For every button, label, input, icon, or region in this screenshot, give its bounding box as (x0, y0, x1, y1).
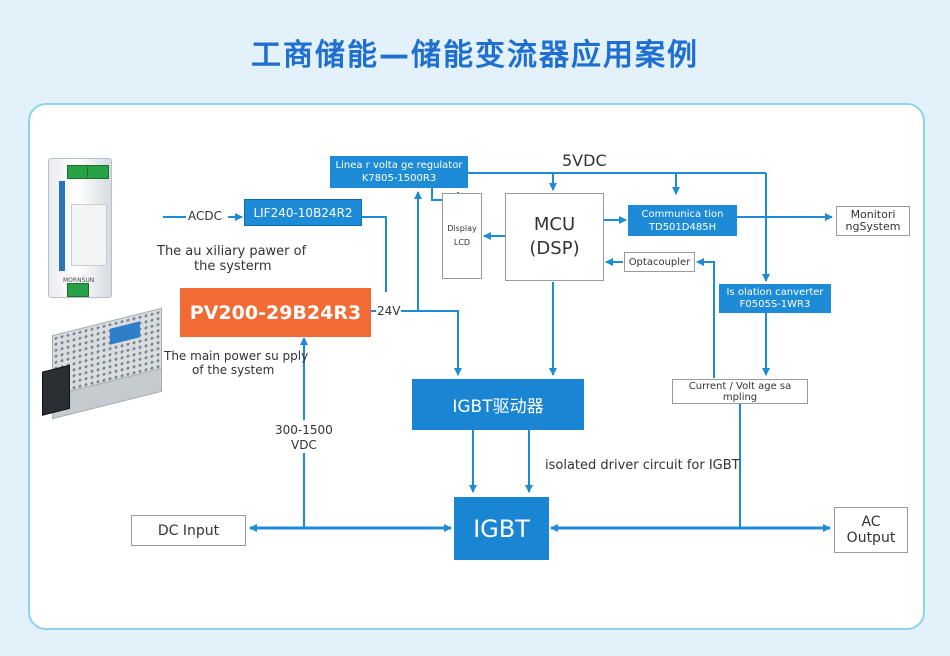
main-caption-line1: The main power su pply (164, 349, 309, 363)
display-label-line2: LCD (453, 238, 471, 247)
aux-module-block: LIF240-10B24R2 (244, 199, 362, 226)
isolation-model: F0505S-1WR3 (739, 298, 811, 310)
ac-output-label-line2: Output (846, 530, 896, 546)
igbt-driver-block: IGBT驱动器 (412, 379, 584, 430)
isolation-converter-block: Is olation canverter F0505S-1WR3 (719, 284, 831, 313)
regulator-block: Linea r volta ge regulator K7805-1500R3 (330, 156, 468, 188)
product-brand-label: MORNSUN (63, 277, 95, 284)
aux-caption-line1: The au xiliary pawer of (157, 244, 307, 259)
isolated-driver-label: isolated driver circuit for IGBT (545, 458, 740, 473)
main-supply-label: PV200-29B24R3 (189, 301, 362, 324)
dc-input-block: DC Input (131, 515, 246, 546)
igbt-driver-label: IGBT驱动器 (452, 397, 544, 417)
aux-caption-line2: the systerm (194, 259, 272, 274)
sampling-label: Current / Volt age sa mpling (688, 380, 792, 403)
communication-model: TD501D485H (648, 221, 717, 233)
dc-input-label: DC Input (157, 522, 220, 539)
communication-title: Communica tion (641, 208, 724, 220)
dc-voltage-line2: VDC (291, 438, 317, 452)
igbt-label: IGBT (473, 514, 530, 543)
monitoring-label-line2: ngSystem (845, 220, 901, 233)
mcu-sublabel: (DSP) (529, 238, 580, 259)
24v-label: 24V (377, 304, 401, 318)
main-supply-block: PV200-29B24R3 (180, 288, 371, 337)
dc-voltage-line1: 300-1500 (275, 423, 333, 437)
regulator-title: Linea r volta ge regulator (335, 160, 463, 171)
mcu-label: MCU (533, 214, 576, 235)
monitoring-label-line1: Monitori (850, 208, 896, 221)
regulator-model: K7805-1500R3 (361, 173, 437, 184)
acdc-label: ACDC (188, 209, 222, 223)
page-title: 工商储能—储能变流器应用案例 (251, 38, 699, 73)
display-label-line1: Display (447, 224, 477, 233)
ac-output-label-line1: AC (861, 514, 881, 530)
monitoring-block: Monitori ngSystem (836, 206, 910, 236)
optocoupler-block: Optacoupler (624, 252, 695, 272)
main-caption-line2: of the system (192, 363, 275, 377)
sampling-block: Current / Volt age sa mpling (672, 379, 808, 404)
din-rail-power-supply-image: MORNSUN (48, 158, 112, 298)
isolation-title: Is olation canverter (726, 286, 824, 298)
5vdc-label: 5VDC (562, 151, 607, 170)
igbt-block: IGBT (454, 497, 549, 560)
mcu-block: MCU (DSP) (505, 193, 604, 281)
communication-block: Communica tion TD501D485H (628, 205, 737, 236)
display-block: Display LCD (442, 193, 482, 279)
ac-output-block: AC Output (834, 507, 908, 553)
optocoupler-label: Optacoupler (628, 256, 691, 268)
aux-module-label: LIF240-10B24R2 (253, 205, 353, 220)
